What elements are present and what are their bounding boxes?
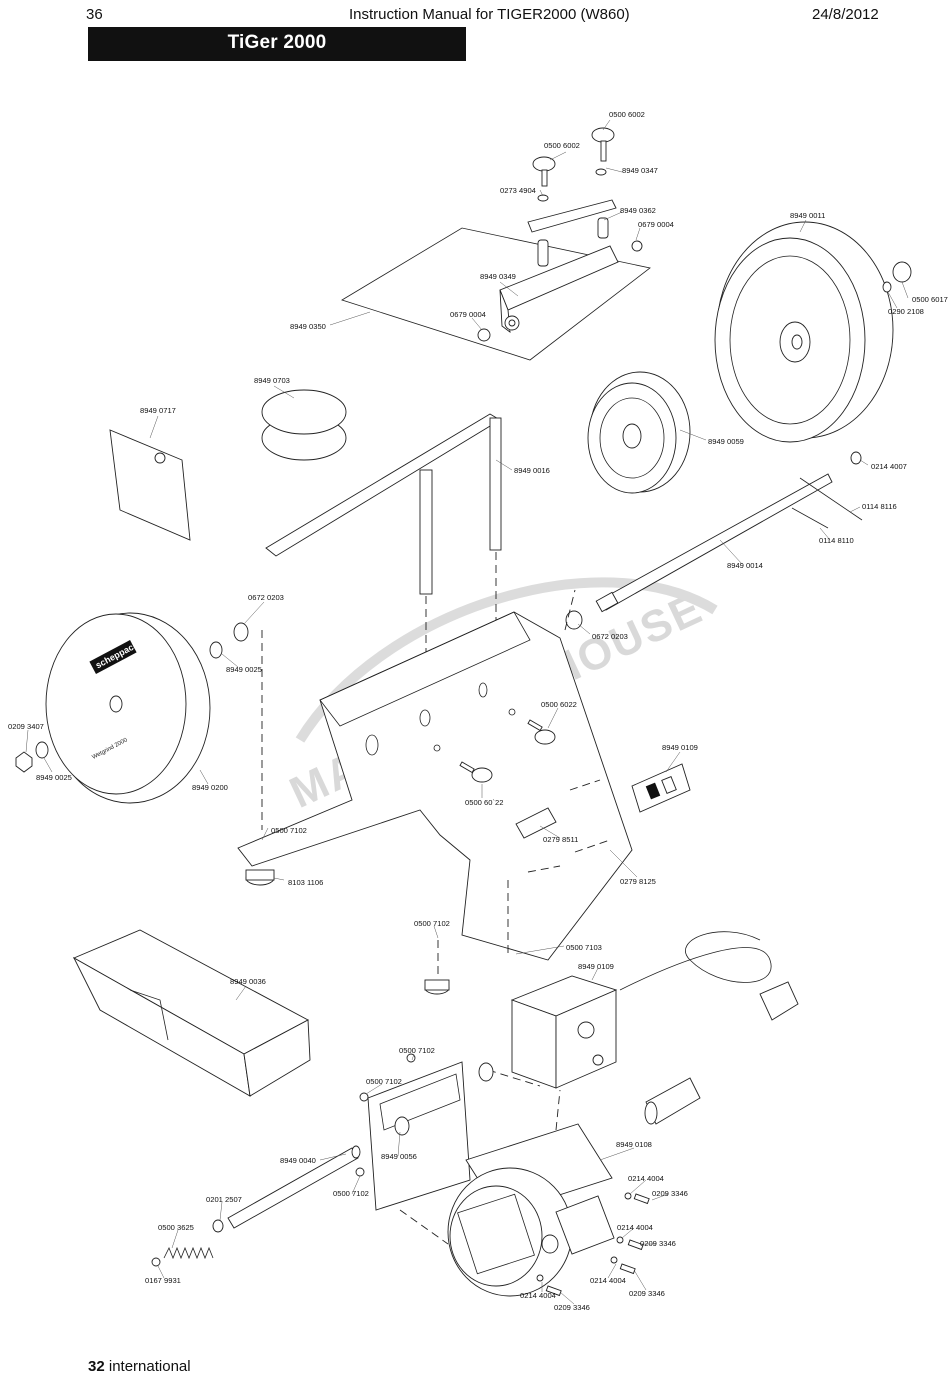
page-number: 36 bbox=[86, 6, 103, 23]
knob-0500-6002-b bbox=[591, 127, 615, 162]
part-label: 0114 8110 bbox=[819, 536, 854, 545]
part-label: 0214 4004 bbox=[617, 1223, 653, 1232]
part-label: 0214 4004 bbox=[590, 1276, 626, 1285]
part-label: 0500 3625 bbox=[158, 1223, 194, 1232]
part-label: 8949 0014 bbox=[727, 561, 763, 570]
part-label: 8949 0109 bbox=[578, 962, 614, 971]
motor-bracket bbox=[367, 1061, 471, 1211]
part-label: 8949 0040 bbox=[280, 1156, 316, 1165]
angle-gauge bbox=[109, 429, 191, 541]
part-label: 8949 0349 bbox=[480, 272, 516, 281]
honing-compound bbox=[261, 389, 347, 461]
part-label: 8949 0059 bbox=[708, 437, 744, 446]
part-label: 8949 0350 bbox=[290, 322, 326, 331]
model-banner: TiGer 2000 bbox=[88, 27, 466, 61]
part-label: 0672 0203 bbox=[592, 632, 628, 641]
mains-plug bbox=[759, 981, 799, 1021]
part-label: 8949 0200 bbox=[192, 783, 228, 792]
leather-honing-wheel bbox=[714, 221, 912, 443]
part-label: 0500 6017 bbox=[912, 295, 948, 304]
footer-label: international bbox=[108, 1358, 191, 1375]
part-label: 8949 0717 bbox=[140, 406, 176, 415]
part-label: 8949 0025 bbox=[36, 773, 72, 782]
watermark-swoosh bbox=[295, 577, 718, 743]
rubber-foot-b bbox=[424, 979, 450, 995]
compression-spring bbox=[163, 1246, 214, 1260]
knob-0500-6022 bbox=[527, 719, 556, 745]
brand-label-badge bbox=[89, 640, 137, 674]
part-label: 8949 0108 bbox=[616, 1140, 652, 1149]
part-label: 0114 8116 bbox=[862, 502, 897, 511]
part-label: 0209 3346 bbox=[629, 1289, 665, 1298]
part-label: 0679 0004 bbox=[638, 220, 674, 229]
part-label: 8949 0016 bbox=[514, 466, 550, 475]
grinding-stone: scheppach Wetgrind 2000 bbox=[45, 612, 211, 804]
on-off-switch bbox=[631, 763, 691, 813]
part-label: 0500 7102 bbox=[399, 1046, 435, 1055]
part-label: 0500 60`22 bbox=[465, 798, 503, 807]
part-label: 8949 0347 bbox=[622, 166, 658, 175]
part-label: 0500 6022 bbox=[541, 700, 577, 709]
part-label: 8949 0362 bbox=[620, 206, 656, 215]
part-label: 0209 3346 bbox=[640, 1239, 676, 1248]
height-rod bbox=[227, 1145, 361, 1229]
part-label: 0214 4007 bbox=[871, 462, 907, 471]
part-label: 0214 4004 bbox=[520, 1291, 556, 1300]
knob-0500-6022-b bbox=[459, 761, 493, 783]
main-shaft bbox=[565, 473, 833, 630]
model-banner-title: TiGer 2000 bbox=[227, 32, 327, 53]
part-label: 0167 9931 bbox=[145, 1276, 181, 1285]
part-label: 8949 0056 bbox=[381, 1152, 417, 1161]
water-trough bbox=[72, 929, 311, 1097]
capacitor bbox=[644, 1077, 701, 1125]
junction-box bbox=[510, 975, 618, 1089]
part-label: 0500 7102 bbox=[414, 919, 450, 928]
part-label: 0290 2108 bbox=[888, 307, 924, 316]
part-label: 0201 2507 bbox=[206, 1195, 242, 1204]
part-label: 0214 4004 bbox=[628, 1174, 664, 1183]
part-label: 0500 6002 bbox=[609, 110, 645, 119]
part-label: 0500 6002 bbox=[544, 141, 580, 150]
part-label: 0279 8511 bbox=[543, 835, 578, 844]
part-label: 0679 0004 bbox=[450, 310, 486, 319]
machine-frame bbox=[237, 611, 633, 961]
part-label: 8949 0036 bbox=[230, 977, 266, 986]
leader-lines bbox=[25, 119, 909, 1305]
part-label: 0500 7102 bbox=[333, 1189, 369, 1198]
manual-date: 24/8/2012 bbox=[812, 6, 879, 23]
part-label: 0500 7103 bbox=[566, 943, 602, 952]
profiled-honing-wheel bbox=[587, 371, 691, 494]
part-label: 0279 8125 bbox=[620, 877, 656, 886]
part-label: 8103 1106 bbox=[288, 878, 323, 887]
universal-support bbox=[265, 413, 502, 595]
part-label: 8949 0109 bbox=[662, 743, 698, 752]
rubber-foot bbox=[245, 869, 275, 886]
part-label: 8949 0025 bbox=[226, 665, 262, 674]
knob-0500-6002-a bbox=[532, 156, 556, 187]
part-labels: 0500 6002 0500 6002 8949 0347 0273 4904 … bbox=[8, 110, 948, 1312]
part-label: 8949 0703 bbox=[254, 376, 290, 385]
part-label: 0209 3346 bbox=[652, 1189, 688, 1198]
manual-title: Instruction Manual for TIGER2000 (W860) bbox=[349, 6, 630, 23]
motor-fasteners bbox=[536, 1192, 650, 1297]
part-label: 8949 0011 bbox=[790, 211, 825, 220]
part-label: 0500 7102 bbox=[366, 1077, 402, 1086]
tool-holder-bracket bbox=[341, 127, 651, 361]
part-label: 0500 7102 bbox=[271, 826, 307, 835]
part-label: 0209 3346 bbox=[554, 1303, 590, 1312]
electric-motor bbox=[447, 1123, 615, 1297]
part-label: 0209 3407 bbox=[8, 722, 44, 731]
footer: 32 international bbox=[88, 1358, 191, 1375]
part-label: 0672 0203 bbox=[248, 593, 284, 602]
part-label: 0273 4904 bbox=[500, 186, 536, 195]
footer-page-number: 32 bbox=[88, 1358, 105, 1375]
